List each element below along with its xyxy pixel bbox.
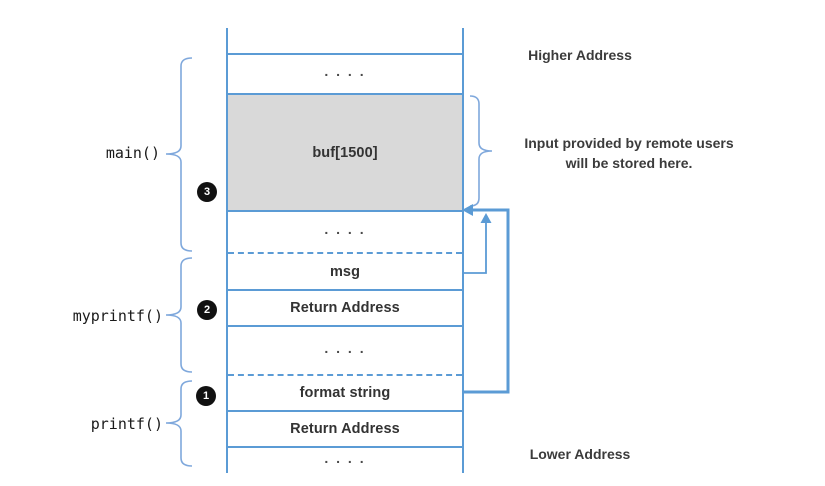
format-string-label: format string [299,385,391,401]
stack-cell-buf: buf[1500] [228,93,462,210]
input-note-line1: Input provided by remote users [524,135,734,151]
step-badge-1: 1 [196,386,216,406]
input-note-line2: will be stored here. [565,155,693,171]
step-badge-3: 3 [197,182,217,202]
return-address-label: Return Address [290,421,400,437]
stack-cell-msg: msg [228,252,462,289]
stack-cell-ellipsis-2: . . . . [228,210,462,252]
step-badge-2: 2 [197,300,217,320]
stack-cell-format-string: format string [228,374,462,410]
brace-input-note [469,95,493,207]
arrow-msg-to-buf [463,222,487,274]
brace-main [165,57,193,252]
label-myprintf: myprintf() [72,307,163,325]
return-address-label: Return Address [290,300,400,316]
arrowhead-up-icon [480,213,492,223]
stack-cell-return-address-printf: Return Address [228,410,462,448]
brace-myprintf [165,257,193,373]
msg-label: msg [329,263,361,280]
lower-address-label: Lower Address [529,446,631,462]
ellipsis-label: . . . . [324,339,366,356]
ellipsis-label: . . . . [324,221,366,237]
stack-cell-ellipsis-3: . . . . [228,325,462,374]
stack-cell-return-address-myprintf: Return Address [228,289,462,325]
input-note: Input provided by remote users will be s… [500,133,758,173]
label-main: main() [105,144,160,162]
stack-cell-ellipsis-bottom: . . . . [228,448,462,473]
brace-printf [165,380,193,467]
stack-open-top [228,28,462,53]
stack-cell-ellipsis-top: . . . . [228,53,462,93]
stack-column: . . . . buf[1500] . . . . msg Return Add… [226,28,464,473]
label-printf: printf() [90,415,163,433]
ellipsis-label: . . . . [324,449,366,466]
ellipsis-label: . . . . [324,63,366,79]
higher-address-label: Higher Address [528,47,632,63]
arrow-format-string-to-buf [463,208,510,394]
buf-label: buf[1500] [312,144,378,161]
